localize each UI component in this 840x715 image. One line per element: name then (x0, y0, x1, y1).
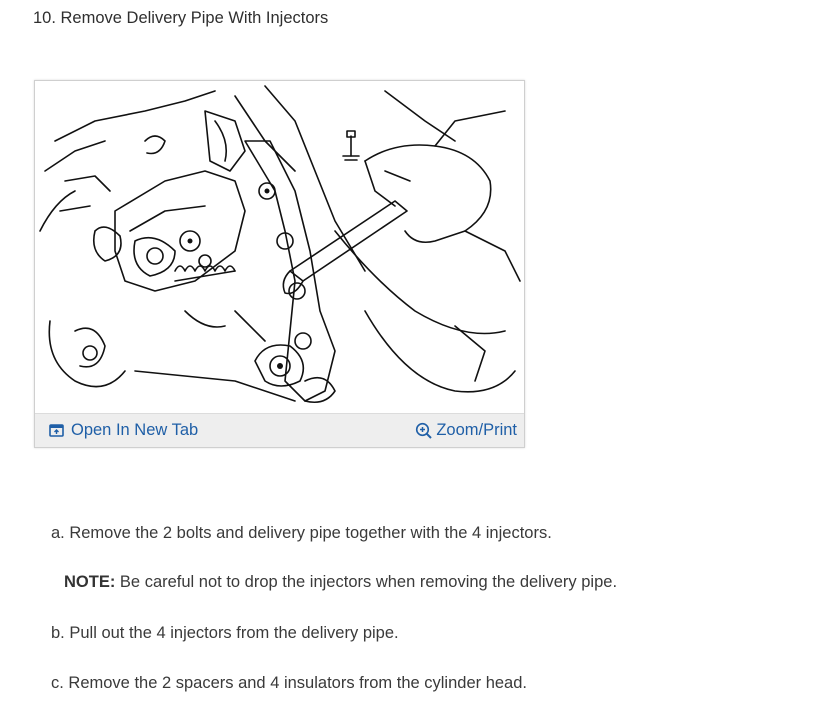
open-in-new-tab-link[interactable]: Open In New Tab (49, 421, 198, 440)
zoom-print-label: Zoom/Print (436, 421, 517, 439)
figure-toolbar: Open In New Tab Zoom/Print (35, 413, 524, 447)
open-in-new-tab-icon (49, 423, 65, 438)
step-title: 10. Remove Delivery Pipe With Injectors (33, 9, 329, 27)
instruction-c: c. Remove the 2 spacers and 4 insulators… (51, 674, 527, 692)
note-label: NOTE: (64, 573, 116, 591)
note-text: Be careful not to drop the injectors whe… (115, 573, 618, 591)
engine-illustration[interactable] (35, 81, 524, 414)
instruction-note: NOTE: Be careful not to drop the injecto… (64, 573, 617, 592)
zoom-in-icon (415, 422, 433, 440)
open-in-new-tab-label: Open In New Tab (71, 421, 199, 439)
zoom-print-link[interactable]: Zoom/Print (415, 421, 517, 440)
instruction-a: a. Remove the 2 bolts and delivery pipe … (51, 524, 552, 542)
figure-card: Open In New Tab Zoom/Print (34, 80, 525, 448)
instruction-b: b. Pull out the 4 injectors from the del… (51, 624, 399, 642)
